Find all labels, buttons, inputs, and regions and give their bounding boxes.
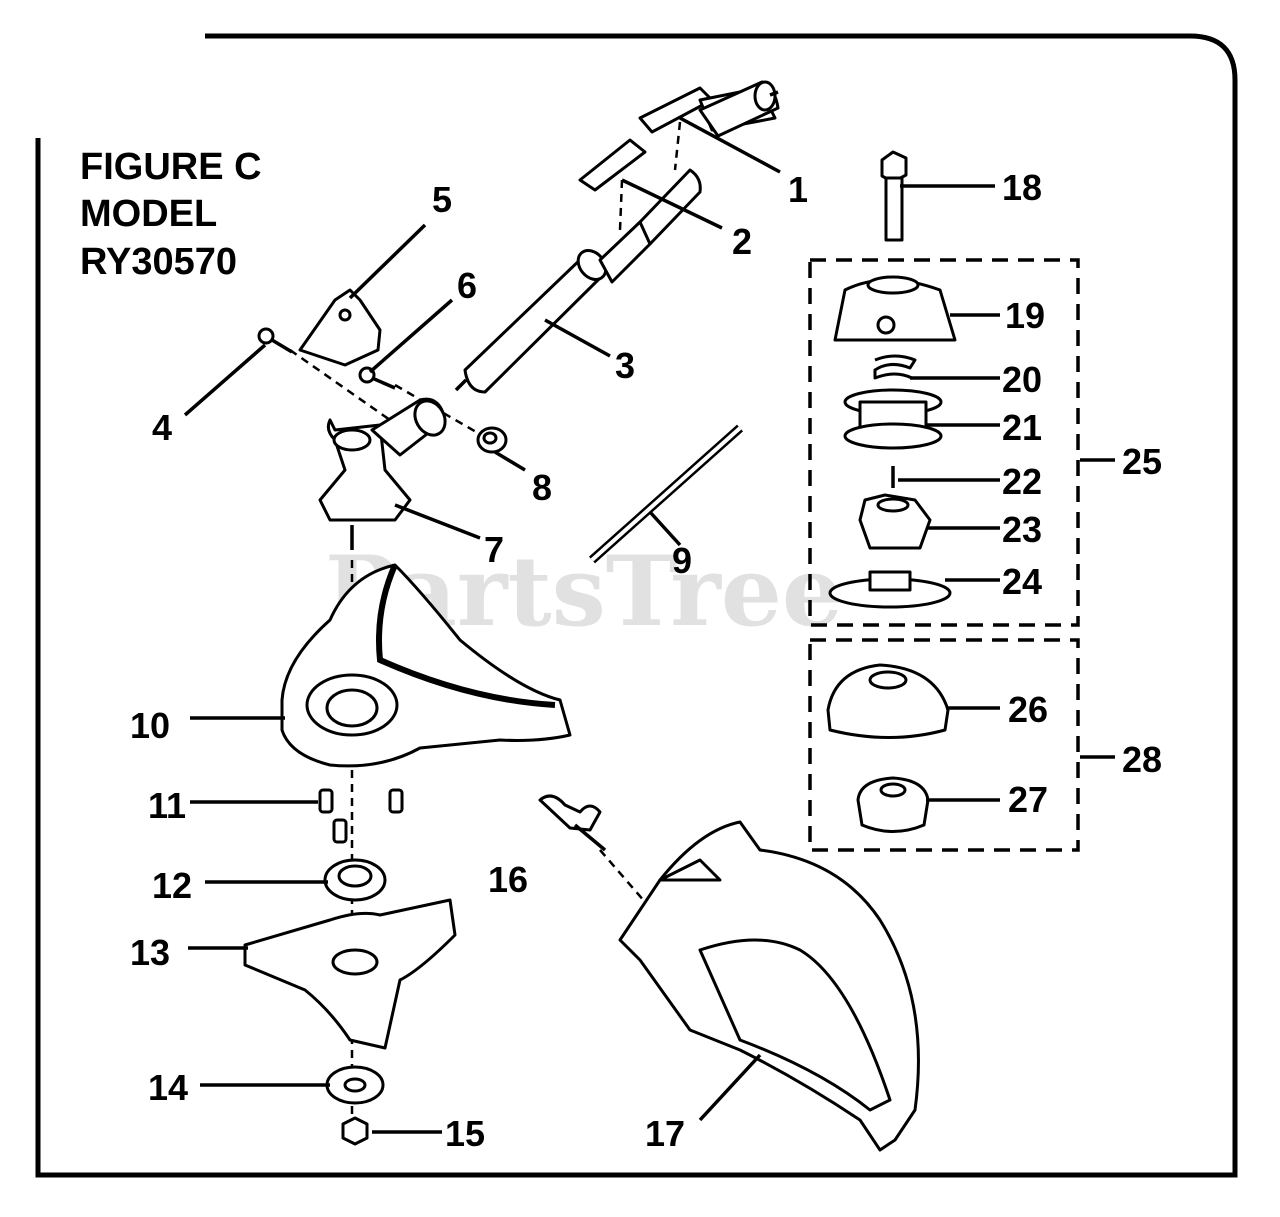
- callout-6: 6: [457, 265, 477, 306]
- part-19-cover: [833, 275, 957, 342]
- callout-18: 18: [1002, 167, 1042, 208]
- callout-labels: 1 2 3 4 5 6 7 8 9 10 11 12 13 14 15 16 1…: [130, 167, 1162, 1154]
- callout-11: 11: [148, 785, 186, 826]
- part-16-wingbolt: [538, 794, 646, 903]
- callout-9: 9: [672, 540, 692, 581]
- part-18-bolt: [880, 150, 908, 242]
- callout-10: 10: [130, 705, 170, 746]
- part-12-adapter: [323, 858, 387, 902]
- part-13-blade: [243, 898, 457, 1050]
- part-10-guard: [280, 563, 572, 768]
- callout-23: 23: [1002, 509, 1042, 550]
- part-15-nut: [341, 1116, 369, 1146]
- part-4-screw: [257, 327, 293, 354]
- callout-12: 12: [152, 865, 192, 906]
- part-5-bracket: [298, 288, 382, 367]
- callout-3: 3: [615, 345, 635, 386]
- callout-22: 22: [1002, 461, 1042, 502]
- callout-1: 1: [788, 169, 808, 210]
- frame-border: [35, 33, 1238, 1178]
- part-6-screw: [358, 366, 396, 390]
- callout-16: 16: [488, 859, 528, 900]
- part-7-gearbox: [318, 397, 447, 550]
- part-20-spring: [873, 354, 917, 380]
- callout-8: 8: [532, 467, 552, 508]
- callout-21: 21: [1002, 407, 1042, 448]
- model-number: RY30570: [80, 241, 238, 283]
- callout-24: 24: [1002, 561, 1042, 602]
- part-21-spool: [843, 388, 943, 450]
- kit-25-box: [808, 258, 1080, 627]
- part-8-spacer: [476, 426, 508, 454]
- callout-17: 17: [645, 1113, 685, 1154]
- part-17-bladeguard: [618, 820, 920, 1152]
- callout-14: 14: [148, 1067, 188, 1108]
- figure-title: FIGURE C: [80, 146, 262, 188]
- callout-19: 19: [1005, 295, 1045, 336]
- leader-lines: [183, 116, 1115, 1134]
- callout-7: 7: [484, 529, 504, 570]
- callout-2: 2: [732, 221, 752, 262]
- part-2-decal: [578, 138, 647, 192]
- part-27-knob: [856, 776, 930, 833]
- part-3-shaft: [454, 168, 702, 394]
- kit-28-box: [808, 638, 1080, 852]
- callout-5: 5: [432, 179, 452, 220]
- part-23-hub: [858, 493, 932, 550]
- part-1-decal: [638, 80, 780, 138]
- part-9-rod: [589, 424, 743, 564]
- callout-27: 27: [1008, 779, 1048, 820]
- callout-13: 13: [130, 932, 170, 973]
- part-24-base: [828, 570, 952, 609]
- callout-4: 4: [152, 407, 172, 448]
- part-14-washer: [325, 1065, 385, 1105]
- callout-15: 15: [445, 1113, 485, 1154]
- callout-28: 28: [1122, 739, 1162, 780]
- part-11-screws: [318, 788, 404, 844]
- callout-25: 25: [1122, 441, 1162, 482]
- callout-20: 20: [1002, 359, 1042, 400]
- model-label: MODEL: [80, 193, 218, 235]
- part-26-head: [826, 663, 950, 739]
- callout-26: 26: [1008, 689, 1048, 730]
